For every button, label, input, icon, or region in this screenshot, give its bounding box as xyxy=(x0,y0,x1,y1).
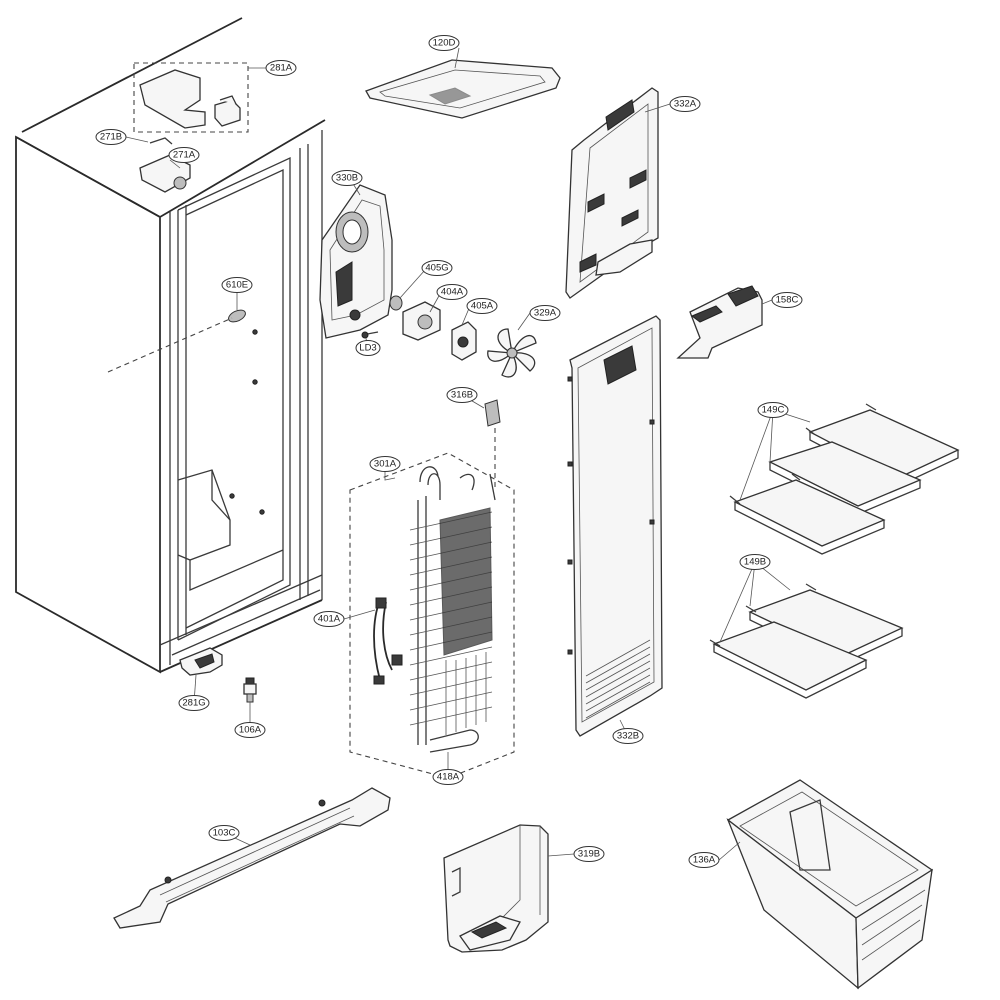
svg-text:301A: 301A xyxy=(374,459,397,470)
label-149B: 149B xyxy=(739,554,771,570)
label-330B: 330B xyxy=(331,170,363,186)
label-271B: 271B xyxy=(95,129,127,145)
label-316B: 316B xyxy=(446,387,478,403)
svg-text:418A: 418A xyxy=(437,772,460,783)
part-103C-rail xyxy=(113,787,391,929)
label-106A: 106A xyxy=(234,722,266,738)
svg-text:332A: 332A xyxy=(674,99,697,110)
svg-text:136A: 136A xyxy=(693,855,716,866)
part-332B-panel xyxy=(567,315,663,737)
label-271A: 271A xyxy=(168,147,200,163)
svg-text:330B: 330B xyxy=(336,173,358,184)
leader-lines xyxy=(125,47,811,861)
part-329A-fan xyxy=(487,328,537,378)
label-405A: 405A xyxy=(466,298,498,314)
label-332B: 332B xyxy=(612,728,644,744)
svg-text:281G: 281G xyxy=(182,698,205,709)
svg-text:106A: 106A xyxy=(239,725,262,736)
svg-text:405A: 405A xyxy=(471,301,494,312)
label-281G: 281G xyxy=(178,695,210,711)
part-319B-duct xyxy=(443,824,549,953)
svg-text:332B: 332B xyxy=(617,731,639,742)
svg-text:103C: 103C xyxy=(213,828,236,839)
svg-text:271A: 271A xyxy=(173,150,196,161)
part-330B-shroud xyxy=(319,184,393,339)
part-301A-evaporator xyxy=(349,452,515,779)
svg-text:149B: 149B xyxy=(744,557,766,568)
label-103C: 103C xyxy=(208,825,240,841)
part-332A-panel xyxy=(565,87,659,299)
part-158C xyxy=(676,285,763,359)
svg-text:610E: 610E xyxy=(226,280,248,291)
label-405G: 405G xyxy=(421,260,453,276)
cabinet xyxy=(15,17,326,703)
label-332A: 332A xyxy=(669,96,701,112)
part-120D-cover xyxy=(365,59,561,119)
label-LD3: LD3 xyxy=(355,340,381,356)
label-401A: 401A xyxy=(313,611,345,627)
label-149C: 149C xyxy=(757,402,789,418)
label-418A: 418A xyxy=(432,769,464,785)
part-136A-bin xyxy=(726,779,934,990)
part-motor-group xyxy=(361,295,477,361)
shelves-149C xyxy=(729,403,960,555)
label-610E: 610E xyxy=(221,277,253,293)
label-301A: 301A xyxy=(369,456,401,472)
svg-text:149C: 149C xyxy=(762,405,785,416)
svg-text:120D: 120D xyxy=(433,38,456,49)
label-404A: 404A xyxy=(436,284,468,300)
svg-text:329A: 329A xyxy=(534,308,557,319)
part-316B xyxy=(484,399,501,490)
label-281A: 281A xyxy=(265,60,297,76)
svg-text:158C: 158C xyxy=(776,295,799,306)
svg-text:316B: 316B xyxy=(451,390,473,401)
label-136A: 136A xyxy=(688,852,720,868)
svg-text:271B: 271B xyxy=(100,132,122,143)
svg-text:281A: 281A xyxy=(270,63,293,74)
shelves-149B xyxy=(709,583,904,699)
label-329A: 329A xyxy=(529,305,561,321)
svg-text:401A: 401A xyxy=(318,614,341,625)
svg-text:404A: 404A xyxy=(441,287,464,298)
label-158C: 158C xyxy=(771,292,803,308)
label-120D: 120D xyxy=(428,35,460,51)
svg-text:LD3: LD3 xyxy=(359,343,376,354)
svg-text:405G: 405G xyxy=(425,263,448,274)
label-319B: 319B xyxy=(573,846,605,862)
svg-text:319B: 319B xyxy=(578,849,600,860)
